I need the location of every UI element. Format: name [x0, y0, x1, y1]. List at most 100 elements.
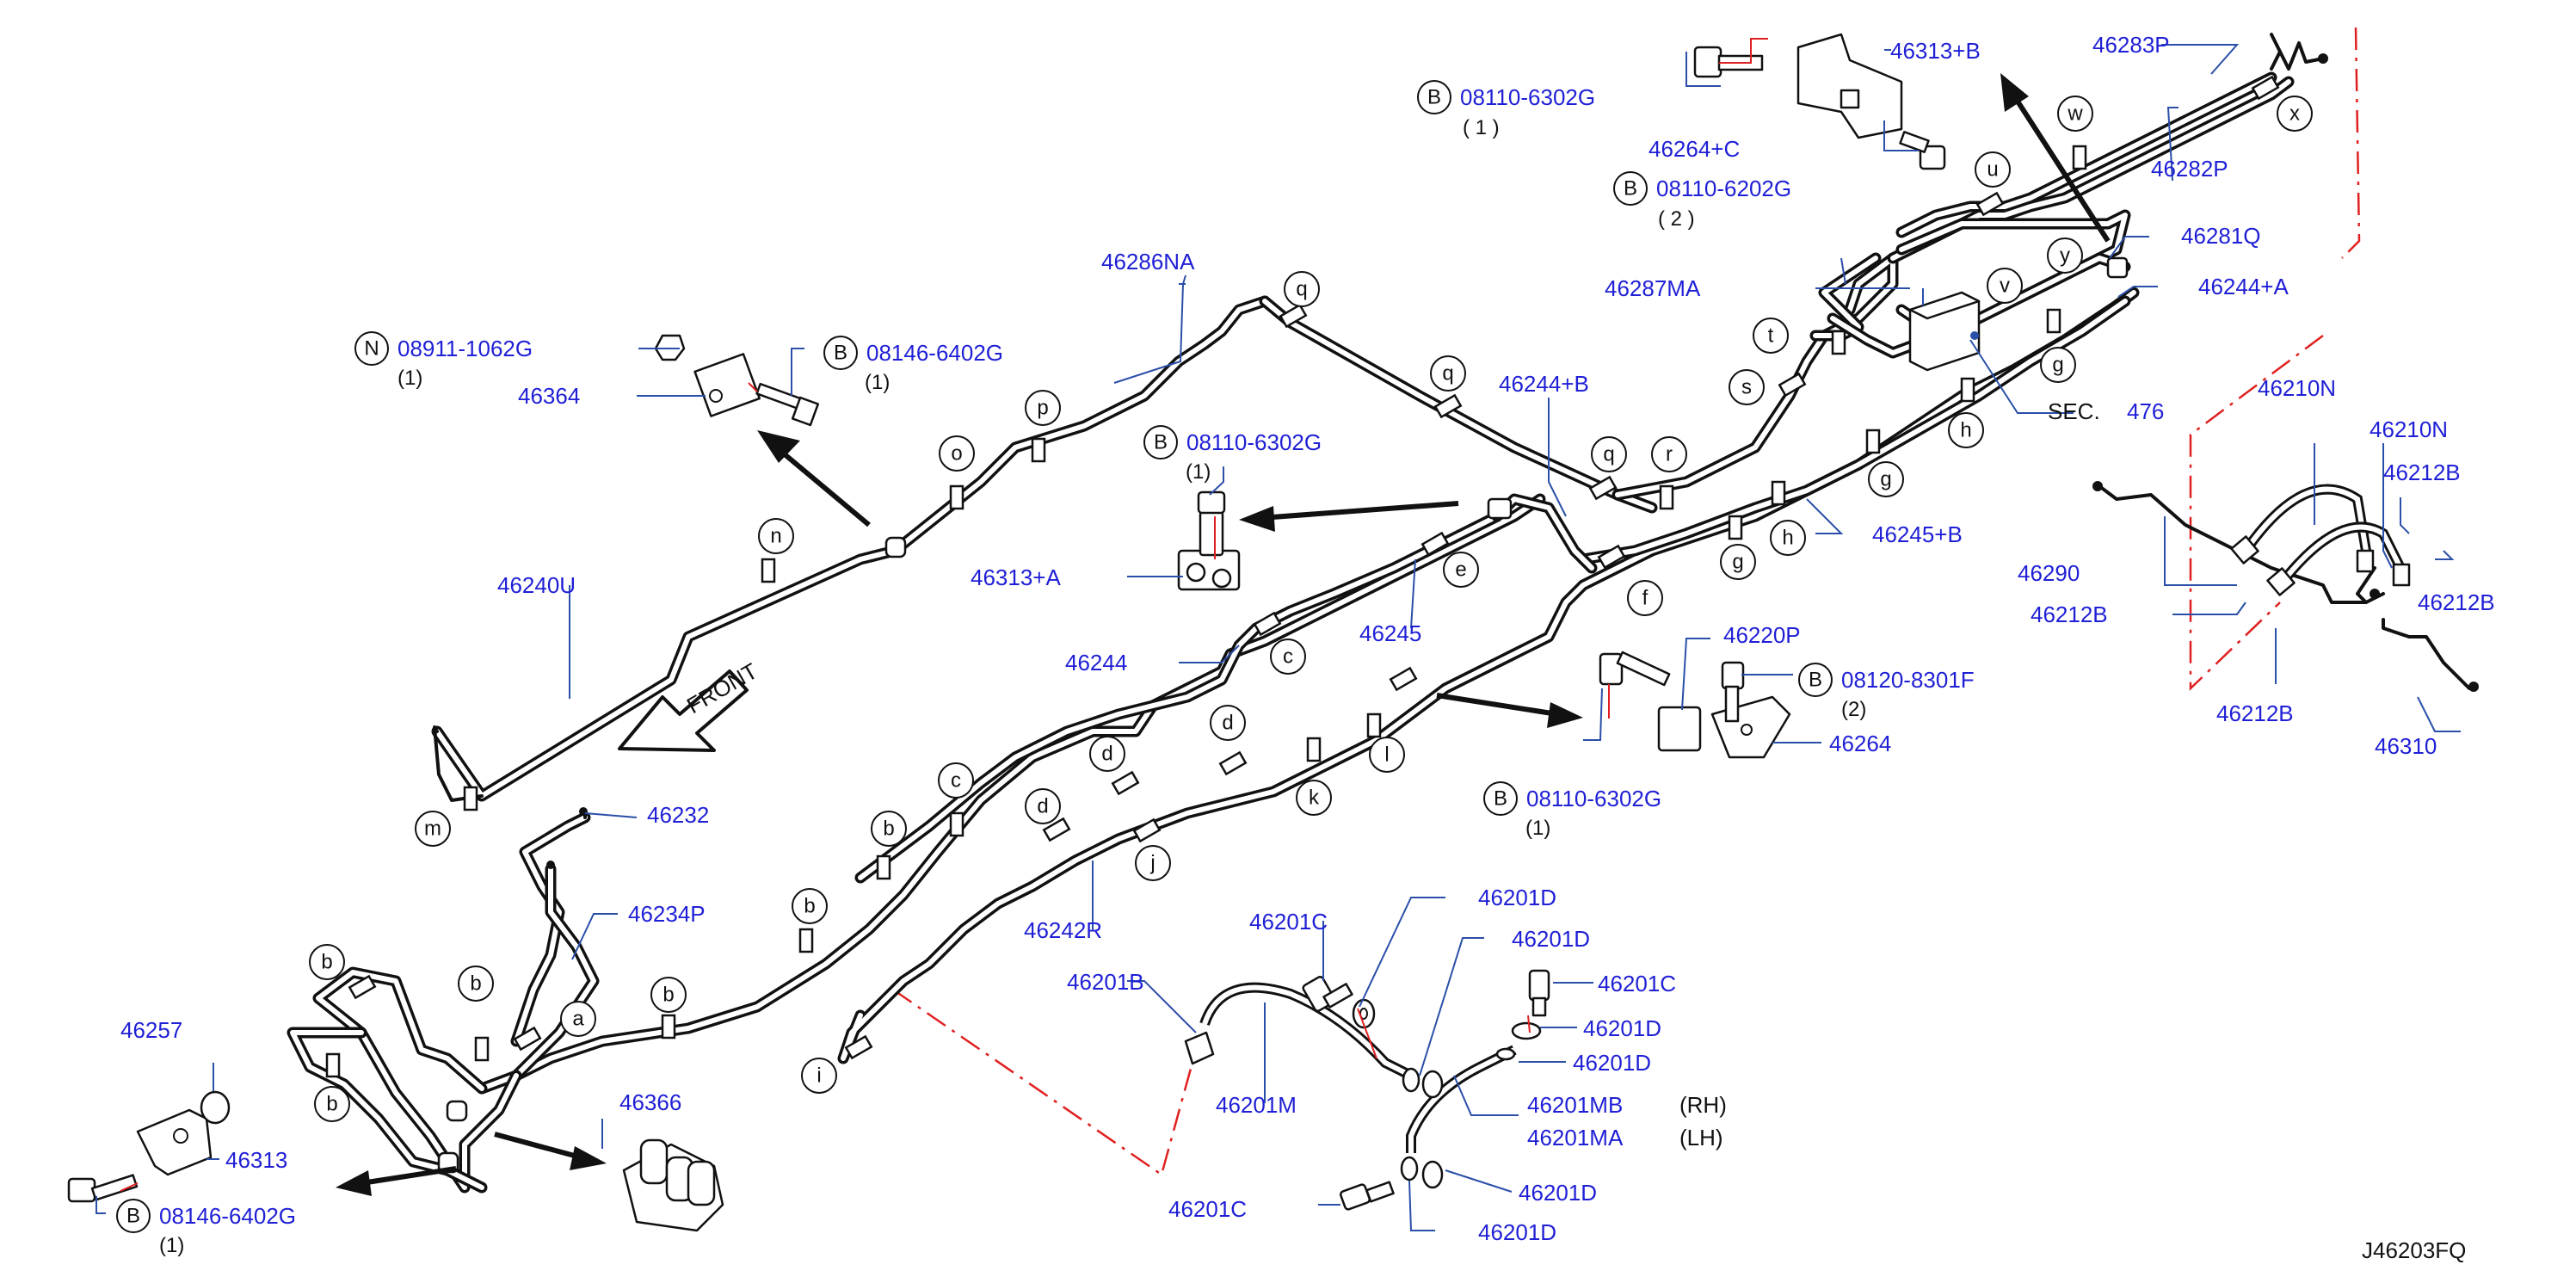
svg-text:s: s	[1741, 376, 1752, 399]
lh-label: (LH)	[1679, 1125, 1723, 1151]
fastener-part-number: 08911-1062G	[397, 336, 533, 361]
svg-text:j: j	[1149, 852, 1155, 875]
fastener-part-number: 08110-6302G	[1460, 84, 1595, 110]
svg-text:x: x	[2289, 102, 2300, 126]
svg-text:B: B	[1624, 177, 1637, 200]
svg-text:t: t	[1768, 324, 1774, 348]
part-label: 46264	[1829, 731, 1891, 756]
part-label: 46201MB	[1527, 1092, 1623, 1118]
part-label: 46212B	[2216, 700, 2294, 726]
svg-text:d: d	[1222, 712, 1233, 735]
clip-callout: y	[2047, 238, 2083, 274]
svg-text:q: q	[1296, 278, 1307, 301]
part-label: 46201D	[1573, 1050, 1651, 1076]
clip-callout: c	[1270, 638, 1306, 675]
parts	[67, 33, 1981, 1232]
svg-text:h: h	[1960, 419, 1971, 442]
part-label: 46201C	[1168, 1196, 1247, 1222]
clip-callout: m	[415, 811, 451, 847]
clip-callout: o	[939, 435, 975, 472]
clip-callout: i	[801, 1058, 837, 1094]
part-label: 46281Q	[2181, 223, 2261, 249]
fastener-part-number: 08120-8301F	[1841, 667, 1975, 693]
leader-lines	[96, 44, 2461, 1231]
clip-callout: x	[2277, 96, 2313, 132]
connector-lines	[120, 38, 1768, 1192]
part-label: 46313+A	[971, 564, 1061, 590]
fastener-part-number: 08110-6202G	[1656, 176, 1791, 201]
svg-text:e: e	[1455, 558, 1466, 582]
svg-text:b: b	[804, 895, 815, 918]
clip-callouts: x w u y v t s g h r q q q p o n m f g h …	[309, 96, 2313, 1122]
part-label: 46212B	[2383, 460, 2461, 485]
clip-callout: p	[1025, 390, 1061, 426]
svg-text:B: B	[126, 1205, 140, 1228]
part-label: 46201D	[1478, 885, 1556, 910]
clip-callout: h	[1770, 520, 1806, 556]
part-label: 46364	[518, 383, 580, 409]
hose-group-46201	[1184, 969, 1550, 1211]
svg-text:b: b	[883, 817, 894, 841]
fastener-part-number: 08110-6302G	[1186, 429, 1322, 455]
part-label: 46290	[2018, 560, 2080, 586]
part-label: 46286NA	[1101, 249, 1195, 275]
fastener-qty: (1)	[1525, 817, 1550, 840]
part-label: 46212B	[2418, 589, 2495, 615]
part-label: 46244+A	[2198, 274, 2289, 299]
part-label: 46282P	[2151, 156, 2228, 182]
clip-callout: j	[1135, 845, 1171, 881]
clip-callout: g	[1720, 544, 1756, 580]
svg-text:u: u	[1987, 158, 1998, 182]
clip-callout: b	[458, 965, 494, 1002]
svg-text:c: c	[1283, 645, 1293, 669]
svg-text:f: f	[1642, 587, 1649, 610]
clip-callout: a	[560, 1001, 596, 1037]
part-label: 46201M	[1216, 1092, 1297, 1118]
svg-text:w: w	[2067, 102, 2083, 126]
svg-text:B: B	[1154, 431, 1168, 454]
part-label: 46366	[619, 1089, 681, 1115]
brake-pipes	[287, 33, 2328, 1194]
svg-text:B: B	[1427, 86, 1441, 109]
svg-text:g: g	[2052, 354, 2063, 377]
svg-text:l: l	[1384, 743, 1389, 767]
svg-text:h: h	[1782, 527, 1793, 550]
clip-callout: d	[1210, 705, 1246, 741]
part-label: 46313	[225, 1147, 287, 1173]
part-label: 46220P	[1723, 622, 1801, 648]
svg-text:o: o	[951, 442, 962, 466]
part-label: 46232	[647, 802, 709, 828]
sec-number: 476	[2127, 398, 2164, 424]
clip-callout: q	[1284, 271, 1320, 307]
clip-callout: q	[1591, 436, 1627, 472]
part-label: 46242R	[1024, 917, 1102, 943]
svg-text:y: y	[2060, 244, 2070, 268]
clip-callout: s	[1729, 369, 1765, 405]
svg-text:b: b	[470, 972, 481, 996]
part-label: 46245	[1359, 620, 1421, 646]
fastener-qty: (1)	[397, 367, 422, 390]
clip-callout: n	[758, 518, 794, 554]
pipe-clips	[325, 75, 2280, 1174]
fastener-prefix-circles: B B N B B B B B	[116, 80, 1833, 1233]
svg-text:B: B	[1809, 669, 1822, 692]
clip-callout: b	[314, 1086, 350, 1122]
svg-text:i: i	[817, 1064, 821, 1088]
part-label: 46257	[120, 1017, 182, 1043]
part-label: 46287MA	[1605, 275, 1701, 301]
clip-callout: t	[1753, 318, 1789, 354]
fastener-qty: (2)	[1841, 698, 1866, 721]
svg-text:d: d	[1037, 795, 1048, 818]
part-label: 46264+C	[1649, 136, 1740, 162]
clip-callout: b	[871, 811, 907, 847]
svg-text:B: B	[1494, 787, 1507, 811]
part-label: 46201MA	[1527, 1125, 1624, 1151]
part-label: 46240U	[497, 572, 576, 598]
svg-text:m: m	[424, 817, 441, 841]
clip-callout: h	[1948, 412, 1984, 448]
svg-text:r: r	[1666, 443, 1673, 466]
part-label: 46212B	[2031, 601, 2108, 627]
clip-callout: q	[1430, 355, 1466, 392]
svg-text:b: b	[662, 984, 674, 1007]
